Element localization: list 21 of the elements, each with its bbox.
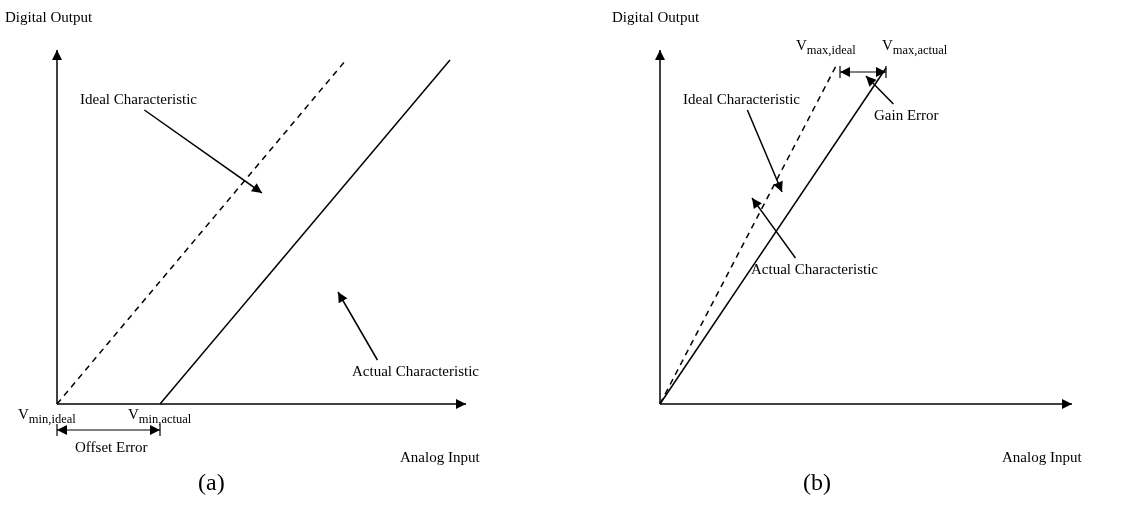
leader-arrow [337, 291, 379, 361]
tick-label: V$_{max,ideal}$ [796, 36, 856, 59]
callout-label: Ideal Characteristic [683, 90, 801, 108]
axis-label: Analog Input [400, 448, 480, 466]
callout-label: Gain Error [874, 106, 939, 124]
callout-label: Ideal Characteristic [80, 90, 198, 108]
callout-label: Actual Characteristic [751, 260, 879, 278]
tick-label: V$_{min,actual}$ [128, 405, 192, 428]
axis-label: Digital Output [612, 8, 700, 26]
leader-arrow [746, 109, 783, 193]
leader-arrow [143, 109, 263, 194]
axis-label: Analog Input [1002, 448, 1082, 466]
callout-label: Actual Characteristic [352, 362, 480, 380]
leader-arrow [751, 197, 797, 259]
tick-label: V$_{max,actual}$ [882, 36, 948, 59]
axis-label: Digital Output [5, 8, 93, 26]
tick-label: V$_{min,ideal}$ [18, 405, 76, 428]
panel-label: (a) [198, 468, 225, 496]
panel-label: (b) [803, 468, 831, 496]
leader-arrow [865, 75, 895, 105]
dimension-label: Offset Error [75, 438, 148, 456]
